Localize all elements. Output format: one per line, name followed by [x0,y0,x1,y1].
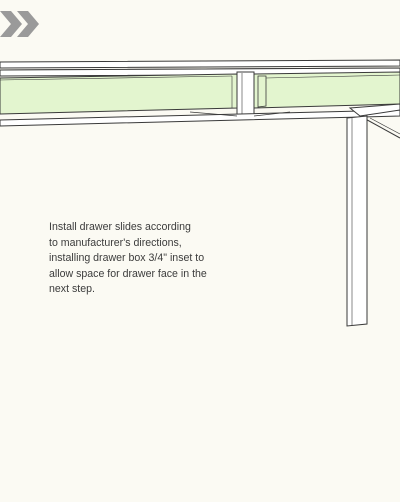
side-rail [348,103,400,139]
drawer-box-left [0,73,238,115]
desk-leg [346,115,368,327]
instruction-text: Install drawer slides according to manuf… [49,220,224,298]
instruction-line: allow space for drawer face in the [49,267,207,280]
double-chevron-right-icon [0,11,39,37]
drawer-box-right [253,71,400,109]
instruction-line: Install drawer slides according [49,221,191,233]
drawer-divider [236,71,255,117]
instruction-line: next step. [49,283,95,295]
instruction-line: installing drawer box 3/4" inset to [49,252,205,264]
instruction-line: to manufacturer's directions, [49,236,182,249]
lower-rail [0,109,400,127]
